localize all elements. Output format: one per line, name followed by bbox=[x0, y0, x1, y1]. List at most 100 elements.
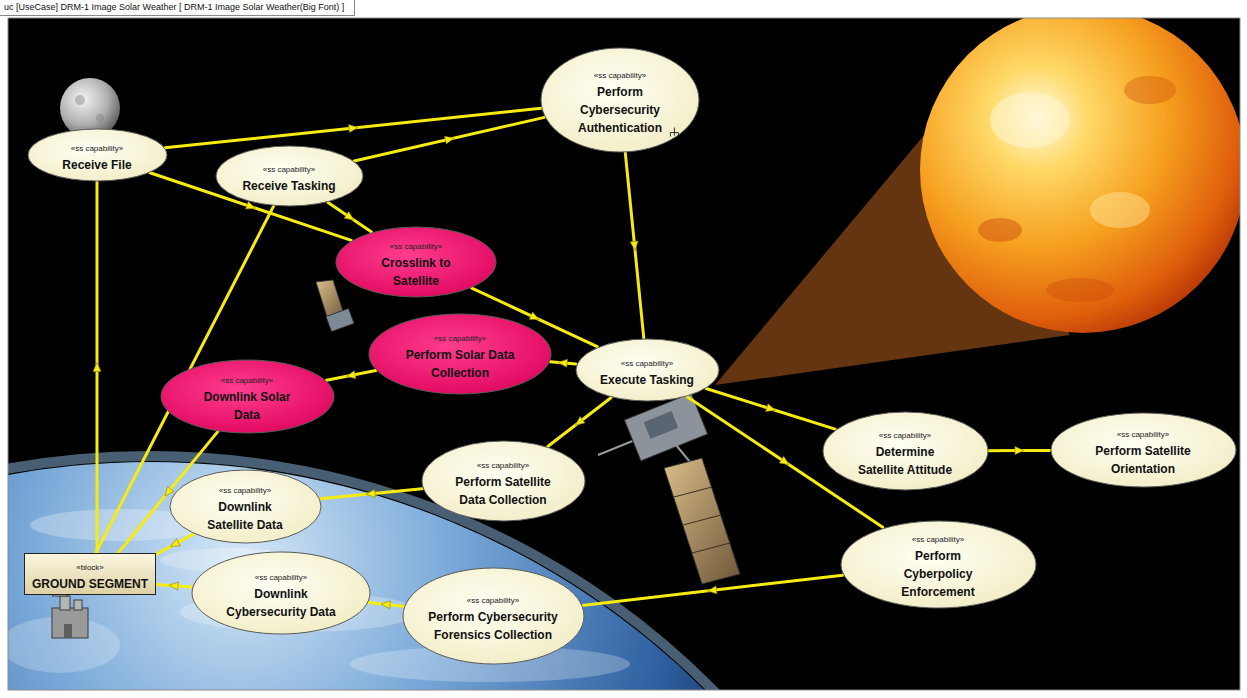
arrowhead bbox=[366, 489, 375, 497]
capability-name: Receive File bbox=[62, 158, 131, 172]
text-line: Perform Satellite Data Collection bbox=[444, 472, 562, 508]
arrowhead bbox=[529, 312, 539, 319]
stereotype-label: «ss capability» bbox=[390, 242, 442, 251]
association-line bbox=[582, 575, 842, 605]
arrowhead bbox=[575, 417, 585, 426]
ellipse-shape bbox=[161, 360, 334, 433]
ellipse-shape bbox=[170, 470, 321, 543]
node-outline bbox=[575, 338, 720, 402]
text-line: «ss capability» bbox=[1087, 423, 1199, 441]
association-connector bbox=[165, 108, 541, 148]
arrowhead bbox=[169, 582, 178, 590]
text-line: Execute Tasking bbox=[590, 370, 705, 388]
text-line: GROUND SEGMENT bbox=[20, 574, 160, 592]
diagram-frame bbox=[8, 18, 1240, 690]
association-connector bbox=[550, 359, 575, 367]
node-label: «ss capability» Determine Satellite Attit… bbox=[851, 424, 959, 478]
sun-spot bbox=[1046, 278, 1114, 302]
node-label: «ss capability»Perform Cybersecurity Aut… bbox=[565, 64, 675, 136]
capability-ellipse: «ss capability» Downlink Cybersecurity Da… bbox=[191, 551, 371, 635]
capability-ellipse: «ss capability»Perform Solar Data Collec… bbox=[368, 313, 552, 395]
tower bbox=[74, 600, 82, 610]
moon-crater bbox=[75, 95, 85, 105]
sun bbox=[920, 18, 1240, 333]
capability-ellipse: «ss capability» Receive File bbox=[27, 128, 168, 182]
capability-name: Downlink Cybersecurity Data bbox=[226, 587, 335, 619]
association-line bbox=[320, 489, 422, 499]
stereotype-label: «ss capability» bbox=[879, 431, 931, 440]
capability-name: Determine Satellite Attitude bbox=[858, 445, 952, 477]
ellipse-shape bbox=[28, 129, 167, 181]
arrowhead bbox=[1015, 447, 1024, 455]
text-line: Determine Satellite Attitude bbox=[851, 442, 959, 478]
stereotype-label: «ss capability» bbox=[477, 461, 529, 470]
capability-name: Perform Satellite Orientation bbox=[1095, 444, 1190, 476]
association-connector bbox=[988, 447, 1049, 455]
ellipse-shape bbox=[216, 146, 363, 206]
small-satellite bbox=[316, 280, 354, 332]
ground-station-icon bbox=[52, 592, 88, 638]
stereotype-label: «ss capability» bbox=[71, 144, 123, 153]
sun-spot bbox=[1124, 76, 1176, 104]
association-connector bbox=[150, 173, 351, 241]
stereotype-label: «ss capability» bbox=[1117, 430, 1169, 439]
node-label: «ss capability» Perform Satellite Data Co… bbox=[444, 454, 562, 508]
text-line: Receive File bbox=[52, 155, 142, 173]
arrowhead bbox=[165, 487, 174, 496]
stereotype-label: «ss capability» bbox=[467, 596, 519, 605]
capability-name: Perform Cyberpolicy Enforcement bbox=[901, 549, 974, 599]
ellipse-shape bbox=[541, 48, 699, 152]
stereotype-label: «block» bbox=[76, 563, 104, 572]
ellipse-shape bbox=[422, 441, 585, 521]
node-label: «ss capability»Downlink Solar Data bbox=[197, 369, 297, 423]
text-line: «ss capability» bbox=[444, 454, 562, 472]
text-line: Crosslink to Satellite bbox=[369, 253, 464, 289]
panel-seam bbox=[674, 487, 712, 497]
frame-title: uc [UseCase] DRM-1 Image Solar Weather [… bbox=[4, 2, 344, 12]
stereotype-label: «ss capability» bbox=[255, 573, 307, 582]
satellite-body bbox=[326, 308, 354, 331]
space-background bbox=[8, 18, 1240, 690]
node-outline bbox=[27, 128, 168, 182]
ellipse-shape bbox=[336, 227, 496, 297]
stereotype-label: «ss capability» bbox=[221, 376, 273, 385]
scene bbox=[8, 18, 1240, 690]
association-line bbox=[354, 117, 544, 161]
text-line: «ss capability» bbox=[891, 528, 986, 546]
capability-name: Crosslink to Satellite bbox=[381, 256, 450, 288]
panel-arm bbox=[676, 445, 690, 462]
node-label: «ss capability»Downlink Satellite Data bbox=[198, 479, 293, 533]
building bbox=[52, 608, 88, 638]
text-line: Perform Cyberpolicy Enforcement bbox=[891, 546, 986, 600]
capability-name: GROUND SEGMENT bbox=[32, 577, 148, 591]
capability-ellipse: «ss capability»Perform Cybersecurity For… bbox=[402, 567, 585, 665]
ellipse-shape bbox=[369, 314, 551, 394]
text-line: «ss capability» bbox=[234, 158, 344, 176]
node-label: «ss capability» Crosslink to Satellite bbox=[369, 235, 464, 289]
moon-crater bbox=[96, 114, 104, 122]
stereotype-label: «ss capability» bbox=[621, 359, 673, 368]
arrowhead bbox=[349, 125, 358, 133]
door bbox=[64, 624, 72, 638]
node-label: «ss capability» Perform Cyberpolicy Enfor… bbox=[891, 528, 986, 600]
frame-title-tab: uc [UseCase] DRM-1 Image Solar Weather [… bbox=[0, 0, 355, 16]
sun-spot bbox=[978, 218, 1022, 242]
capability-name: Perform Cybersecurity Authentication bbox=[578, 85, 662, 135]
association-connector bbox=[326, 371, 375, 381]
text-line: «ss capability» bbox=[52, 137, 142, 155]
capability-ellipse: «ss capability» Perform Satellite Data Co… bbox=[421, 440, 586, 522]
association-connector bbox=[548, 398, 611, 447]
capability-name: Receive Tasking bbox=[242, 179, 335, 193]
association-line bbox=[150, 173, 351, 241]
node-label: «ss capability»Perform Cybersecurity For… bbox=[421, 589, 566, 643]
earth bbox=[8, 462, 938, 690]
node-label: «ss capability» Execute Tasking bbox=[590, 352, 705, 388]
large-satellite bbox=[598, 393, 740, 584]
arrowhead bbox=[93, 363, 101, 372]
sun-flare bbox=[990, 92, 1070, 148]
association-connector bbox=[369, 601, 404, 609]
text-line: «ss capability» bbox=[220, 566, 342, 584]
capability-name: Execute Tasking bbox=[600, 373, 694, 387]
node-label: «ss capability» Downlink Cybersecurity Da… bbox=[220, 566, 342, 620]
capability-ellipse: «ss capability» Determine Satellite Attit… bbox=[822, 411, 989, 491]
